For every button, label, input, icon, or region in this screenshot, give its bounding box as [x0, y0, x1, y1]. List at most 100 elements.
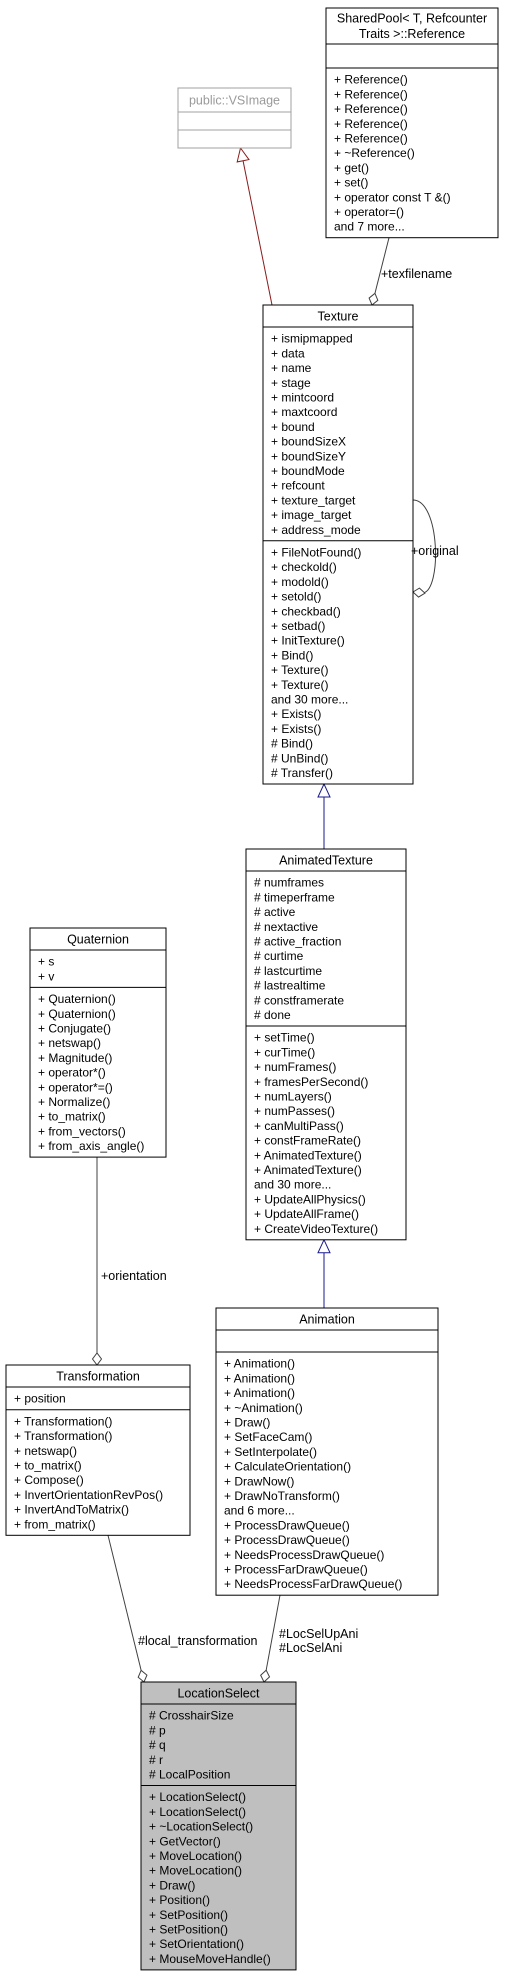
class-method: + ProcessDrawQueue() [224, 1518, 350, 1532]
class-method: + Quaternion() [38, 1007, 116, 1021]
class-attribute: # numframes [254, 876, 324, 890]
class-attribute: # r [149, 1753, 163, 1767]
class-method: and 30 more... [271, 693, 348, 707]
class-method: + to_matrix() [38, 1110, 106, 1124]
edge-label-locselani: #LocSelAni [279, 1641, 342, 1655]
class-attribute: # CrosshairSize [149, 1709, 234, 1723]
edge-label-local_transformation: #local_transformation [138, 1634, 258, 1648]
class-method: + NeedsProcessDrawQueue() [224, 1548, 384, 1562]
class-title: LocationSelect [177, 1686, 260, 1700]
class-method: + operator*() [38, 1066, 106, 1080]
class-method: + Normalize() [38, 1095, 110, 1109]
edge-locselani [265, 1595, 281, 1671]
class-attribute: # done [254, 1008, 291, 1022]
class-title: Animation [299, 1312, 355, 1326]
class-method: + CalculateOrientation() [224, 1460, 351, 1474]
class-method: + Texture() [271, 678, 328, 692]
class-title: Transformation [56, 1369, 140, 1383]
edge-label-original: +original [411, 544, 459, 558]
class-attribute: + refcount [271, 479, 325, 493]
aggregation-diamond-original [412, 587, 426, 598]
class-method: + GetVector() [149, 1834, 221, 1848]
aggregation-diamond-texfilename [368, 292, 379, 306]
class-method: + AnimatedTexture() [254, 1148, 362, 1162]
class-method: + DrawNoTransform() [224, 1489, 340, 1503]
class-method: + from_axis_angle() [38, 1139, 144, 1153]
class-method: + SetPosition() [149, 1908, 228, 1922]
class-method: + Bind() [271, 648, 313, 662]
class-method: + from_vectors() [38, 1124, 126, 1138]
class-method: + get() [334, 161, 369, 175]
inheritance-arrow-texture [317, 782, 331, 798]
class-method: + FileNotFound() [271, 546, 361, 560]
class-method: + SetOrientation() [149, 1937, 244, 1951]
class-title: Quaternion [67, 932, 129, 946]
class-method: + NeedsProcessFarDrawQueue() [224, 1577, 402, 1591]
class-box-animation [215, 1307, 439, 1596]
class-box-quaternion [29, 927, 167, 1158]
class-method: + curTime() [254, 1045, 315, 1059]
class-method: + checkold() [271, 560, 337, 574]
class-node-vsimage[interactable]: public::VSImage [177, 87, 292, 149]
edge-local-transformation [107, 1535, 142, 1671]
class-attribute: + data [271, 346, 305, 360]
class-title: public::VSImage [189, 93, 280, 107]
class-attribute: # nextactive [254, 920, 318, 934]
class-box-locationselect [140, 1681, 297, 1971]
class-attribute: + stage [271, 376, 311, 390]
class-method: # UnBind() [271, 751, 328, 765]
class-method: + netswap() [38, 1036, 101, 1050]
class-box-vsimage [177, 87, 292, 149]
class-method: + constFrameRate() [254, 1134, 361, 1148]
class-attribute: + texture_target [271, 493, 356, 507]
class-attribute: # q [149, 1738, 166, 1752]
class-attribute: + maxtcoord [271, 405, 337, 419]
class-method: + LocationSelect() [149, 1805, 246, 1819]
class-method: + Animation() [224, 1371, 295, 1385]
class-box-sharedpool [325, 7, 499, 239]
class-method: + ~Animation() [224, 1401, 303, 1415]
class-method: + operator*=() [38, 1080, 113, 1094]
class-node-texture[interactable]: Texture+ ismipmapped+ data+ name+ stage+… [262, 304, 414, 785]
class-node-quaternion[interactable]: Quaternion+ s+ v+ Quaternion()+ Quaterni… [29, 927, 167, 1158]
class-method: + UpdateAllFrame() [254, 1207, 359, 1221]
class-method: + numFrames() [254, 1060, 336, 1074]
class-method: + CreateVideoTexture() [254, 1222, 378, 1236]
class-method: and 7 more... [334, 220, 405, 234]
class-attribute: + image_target [271, 508, 352, 522]
class-node-animation[interactable]: Animation+ Animation()+ Animation()+ Ani… [215, 1307, 439, 1596]
class-method: and 6 more... [224, 1504, 295, 1518]
class-method: + from_matrix() [14, 1517, 96, 1531]
inheritance-arrow-animatedtexture [317, 1238, 331, 1254]
class-node-locationselect[interactable]: LocationSelect# CrosshairSize# p# q# r# … [140, 1681, 297, 1971]
class-method: + SetPosition() [149, 1923, 228, 1937]
class-method: # Transfer() [271, 766, 333, 780]
class-attribute: + ismipmapped [271, 332, 353, 346]
class-method: + Reference() [334, 73, 408, 87]
class-method: # Bind() [271, 737, 313, 751]
aggregation-diamond-local-transformation [137, 1669, 148, 1683]
class-method: + DrawNow() [224, 1474, 294, 1488]
class-title: AnimatedTexture [279, 853, 373, 867]
class-attribute: + bound [271, 420, 315, 434]
class-method: + Reference() [334, 102, 408, 116]
class-node-animatedtexture[interactable]: AnimatedTexture# numframes# timeperframe… [245, 848, 407, 1241]
class-method: + Texture() [271, 663, 328, 677]
class-attribute: + position [14, 1392, 66, 1406]
class-method: + ProcessDrawQueue() [224, 1533, 350, 1547]
class-method: + Exists() [271, 722, 321, 736]
class-attribute: # active_fraction [254, 935, 341, 949]
class-method: + operator const T &() [334, 190, 451, 204]
class-method: + InvertOrientationRevPos() [14, 1488, 163, 1502]
class-method: + Draw() [149, 1878, 195, 1892]
class-box-texture [262, 304, 414, 785]
class-attribute: + boundSizeX [271, 435, 346, 449]
class-method: + ~Reference() [334, 146, 415, 160]
edge-texfilename [374, 237, 390, 294]
aggregation-diamond-locselani [260, 1669, 271, 1683]
class-method: + Quaternion() [38, 992, 116, 1006]
class-method: + MoveLocation() [149, 1849, 242, 1863]
class-node-transformation[interactable]: Transformation+ position+ Transformation… [5, 1364, 191, 1536]
inheritance-arrow-vsimage [236, 146, 250, 163]
